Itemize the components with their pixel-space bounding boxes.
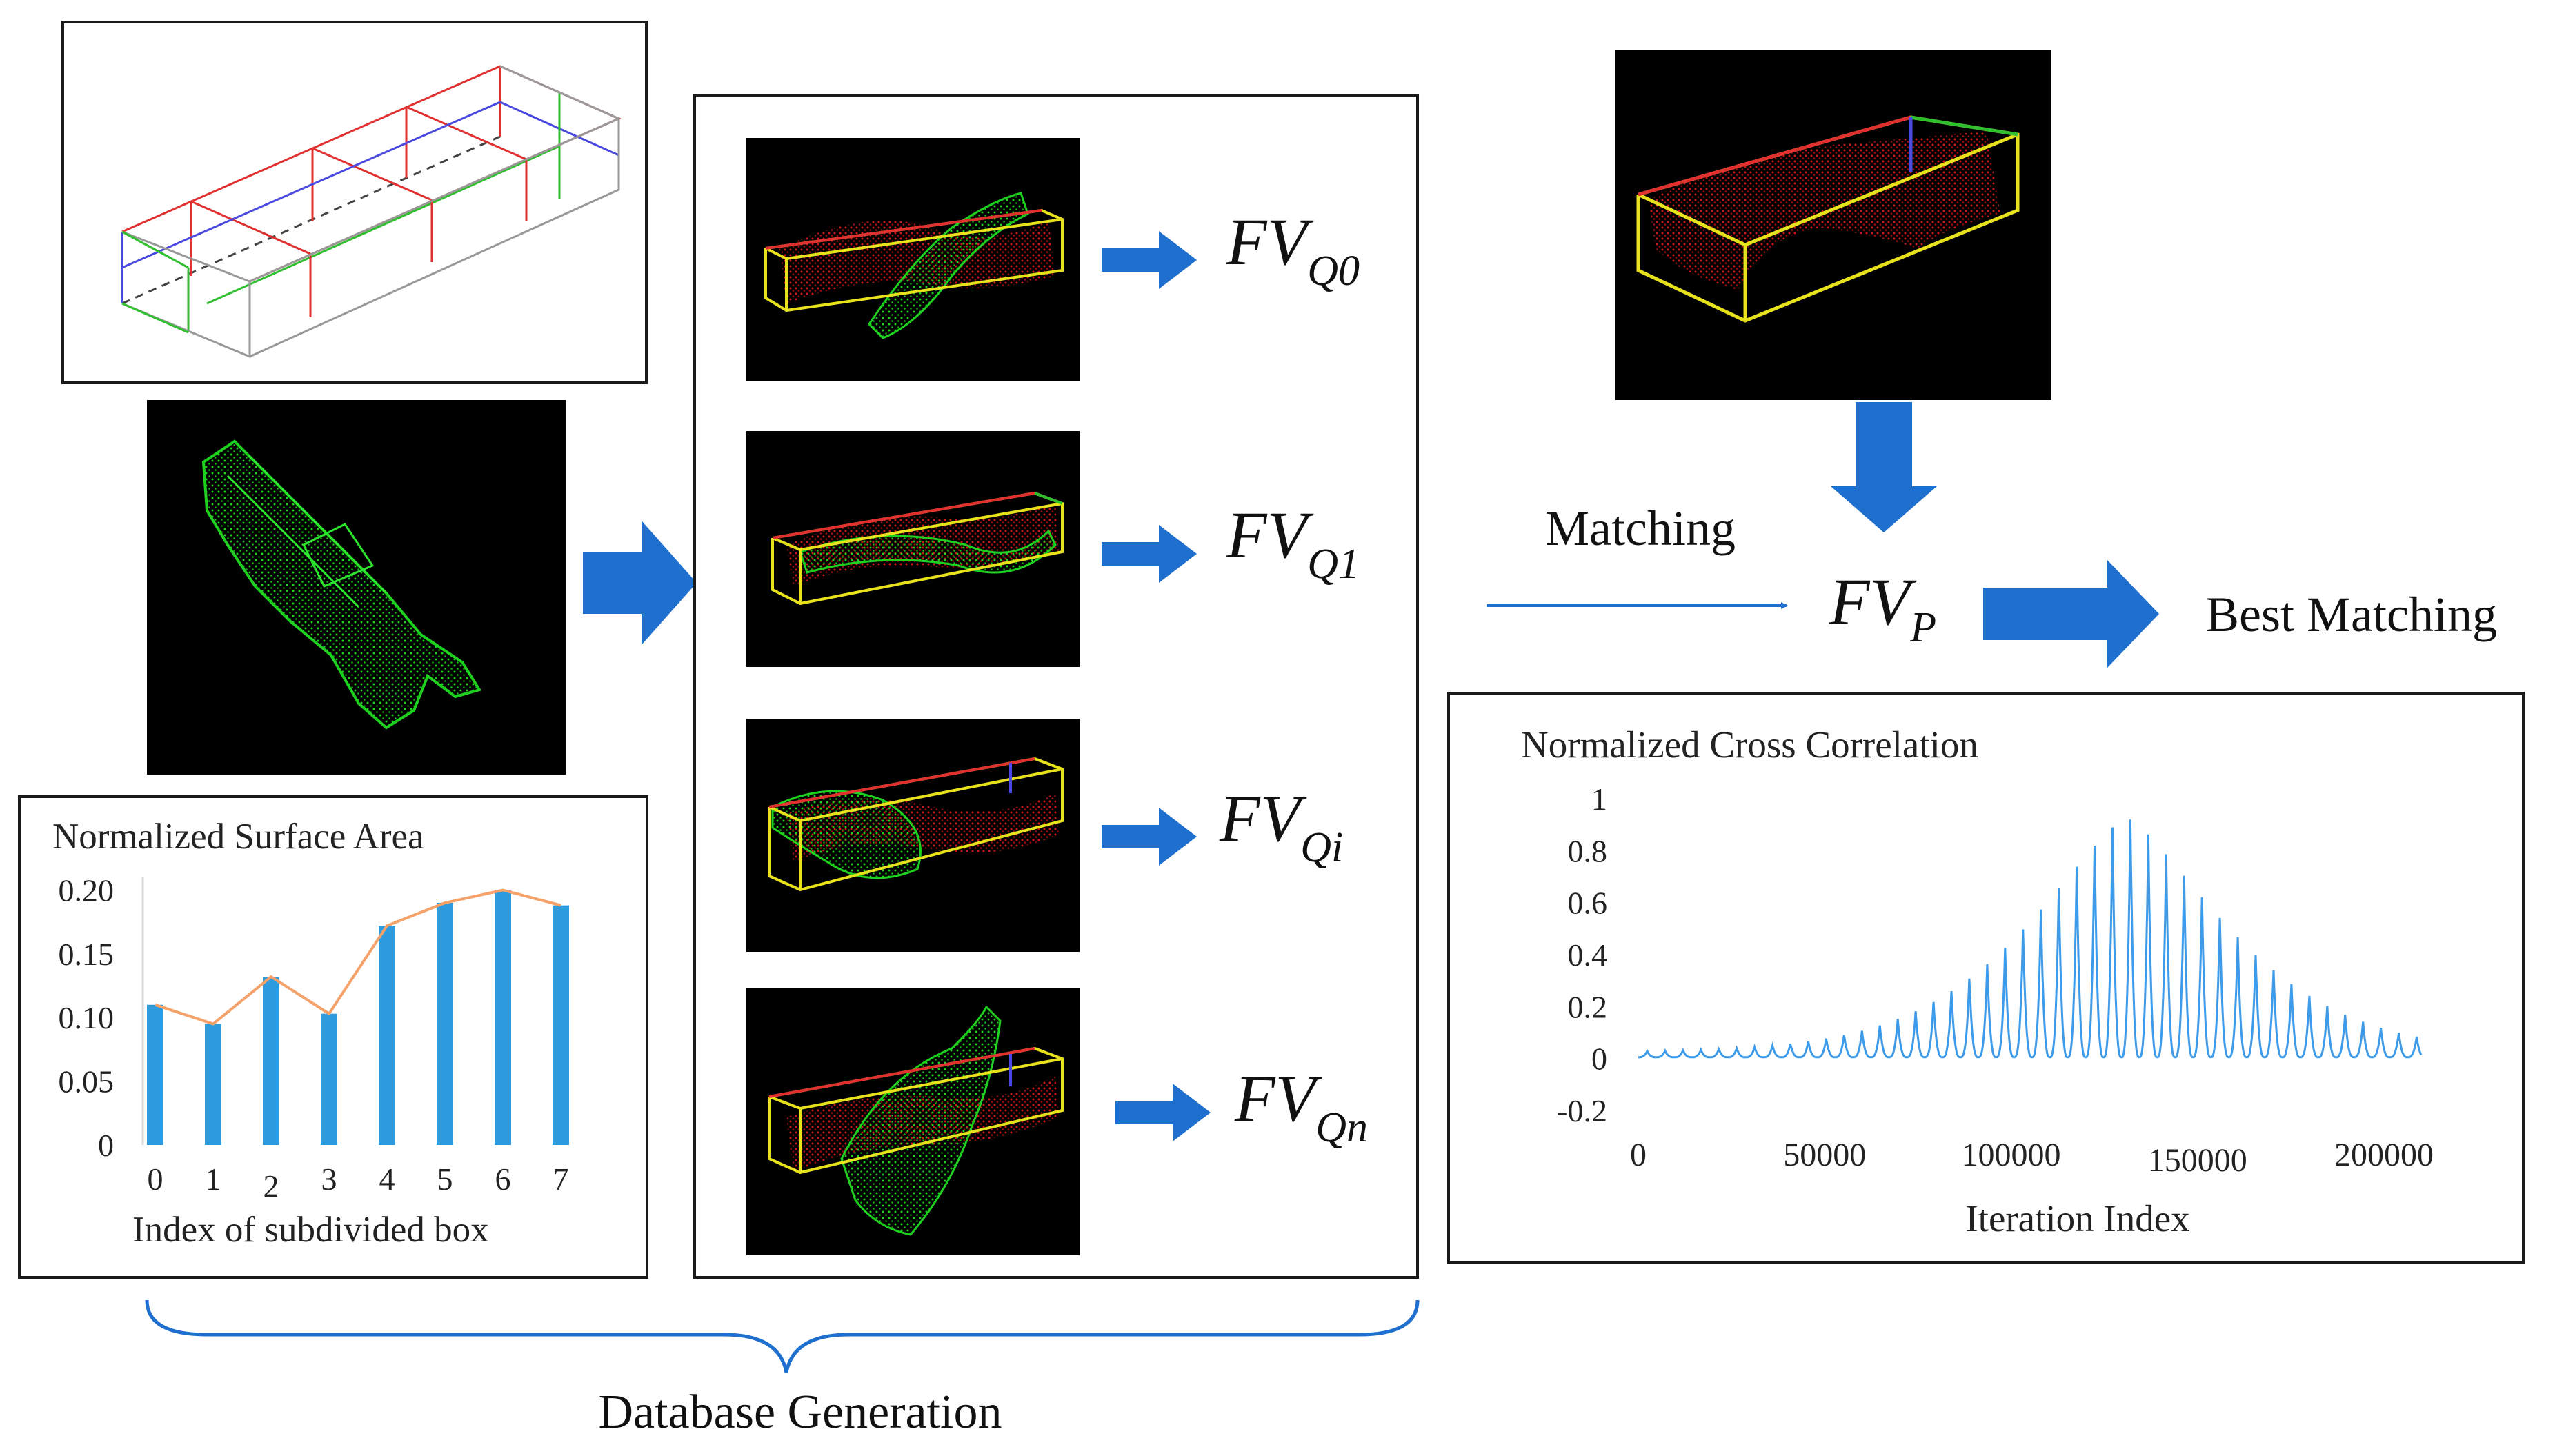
surface-area-y-tick: 0.20 — [59, 872, 115, 908]
surface-area-chart-title: Normalized Surface Area — [52, 817, 424, 857]
surface-area-y-tick: 0.15 — [59, 937, 115, 972]
subdivided-box-panel — [61, 21, 648, 384]
query-image-i — [746, 719, 1080, 952]
fv-qn-arrow — [1115, 1084, 1211, 1141]
fv-qn-base: FV — [1234, 1061, 1322, 1135]
to-database-arrow — [583, 521, 697, 645]
ncc-y-ticks: 1 0.8 0.6 0.4 0.2 0 -0.2 — [1557, 781, 1607, 1128]
ncc-y-tick: 0 — [1591, 1041, 1607, 1077]
surface-area-bar — [553, 905, 569, 1145]
query-image-1 — [746, 431, 1080, 667]
fv-qn-subscript: Qn — [1315, 1104, 1368, 1151]
surface-area-y-tick: 0 — [98, 1128, 114, 1163]
fv-q0-label: FVQ0 — [1226, 205, 1360, 295]
ncc-y-tick: 0.4 — [1568, 937, 1608, 973]
fv-q1-label: FVQ1 — [1226, 498, 1360, 588]
fv-qi-label: FVQi — [1219, 781, 1343, 871]
surface-area-y-ticks: 0.20 0.15 0.10 0.05 0 — [59, 872, 115, 1163]
database-panel: FVQ0 FVQ1 FVQi FVQn — [693, 94, 1419, 1279]
surface-area-x-tick: 1 — [206, 1161, 221, 1197]
database-generation-label: Database Generation — [599, 1386, 1002, 1439]
ncc-chart-panel: Normalized Cross Correlation 1 0.8 0.6 0.4 0… — [1447, 692, 2525, 1264]
surface-area-bar — [437, 902, 453, 1145]
surface-area-x-tick: 3 — [321, 1161, 337, 1197]
fv-q1-subscript: Q1 — [1307, 541, 1360, 588]
part-image — [1615, 50, 2051, 400]
ncc-y-tick: 0.2 — [1568, 989, 1608, 1024]
ncc-x-tick: 150000 — [2148, 1142, 2247, 1179]
surface-area-trend-line — [155, 888, 561, 1026]
part-pointcloud-image — [147, 400, 566, 775]
fv-q0-arrow — [1102, 231, 1197, 289]
surface-area-bar — [147, 1004, 163, 1145]
fv-q1-base: FV — [1226, 498, 1314, 572]
fv-q0-base: FV — [1226, 205, 1314, 279]
fv-p-label: FVP — [1829, 565, 1936, 651]
surface-area-bars — [147, 890, 569, 1145]
surface-area-bar — [263, 977, 279, 1145]
fv-qi-base: FV — [1219, 781, 1307, 855]
surface-area-x-ticks: 0 1 2 3 4 5 6 7 — [148, 1161, 569, 1204]
ncc-x-tick: 100000 — [1961, 1137, 2060, 1173]
surface-area-bar — [379, 926, 395, 1145]
best-matching-label: Best Matching — [2206, 587, 2497, 642]
fv-q1-arrow — [1102, 525, 1197, 583]
ncc-y-tick: 1 — [1591, 781, 1607, 817]
surface-area-bar — [205, 1024, 221, 1145]
database-brace — [145, 1299, 1420, 1373]
ncc-x-label: Iteration Index — [1965, 1197, 2189, 1239]
surface-area-x-tick: 7 — [553, 1161, 569, 1197]
best-matching-arrow — [1983, 560, 2159, 668]
subdivided-box-wireframe — [121, 65, 622, 359]
fv-qi-subscript: Qi — [1300, 824, 1343, 871]
surface-area-x-tick: 5 — [437, 1161, 453, 1197]
ncc-x-tick: 200000 — [2334, 1137, 2434, 1173]
surface-area-x-tick: 2 — [264, 1168, 279, 1204]
ncc-x-tick: 50000 — [1783, 1137, 1866, 1173]
query-image-n — [746, 988, 1080, 1255]
surface-area-x-tick: 6 — [495, 1161, 511, 1197]
fv-qi-arrow — [1102, 808, 1197, 866]
ncc-x-ticks: 0 50000 100000 150000 200000 — [1630, 1137, 2434, 1179]
surface-area-bar — [321, 1013, 337, 1145]
matching-label: Matching — [1545, 501, 1736, 556]
ncc-y-tick: 0.6 — [1568, 886, 1608, 921]
surface-area-y-tick: 0.05 — [59, 1064, 115, 1099]
surface-area-x-tick: 4 — [379, 1161, 395, 1197]
surface-area-y-tick: 0.10 — [59, 1000, 115, 1035]
ncc-y-tick: 0.8 — [1568, 833, 1608, 868]
to-fv-p-arrow — [1831, 402, 1937, 532]
query-image-0 — [746, 138, 1080, 381]
fv-q0-subscript: Q0 — [1307, 248, 1360, 295]
surface-area-chart-panel: Normalized Surface Area 0.20 0.15 0.10 0.05… — [18, 795, 648, 1279]
surface-area-x-tick: 0 — [148, 1161, 163, 1197]
fv-qn-label: FVQn — [1234, 1061, 1368, 1151]
ncc-x-tick: 0 — [1630, 1137, 1647, 1173]
ncc-y-tick: -0.2 — [1557, 1093, 1607, 1128]
ncc-chart-title: Normalized Cross Correlation — [1521, 724, 1978, 766]
fv-p-subscript: P — [1909, 604, 1936, 651]
surface-area-x-label: Index of subdivided box — [132, 1210, 489, 1250]
subdivided-box-frame — [61, 21, 648, 384]
ncc-series-line — [1638, 819, 2423, 1059]
surface-area-bar — [495, 890, 511, 1145]
fv-p-base: FV — [1829, 565, 1917, 639]
